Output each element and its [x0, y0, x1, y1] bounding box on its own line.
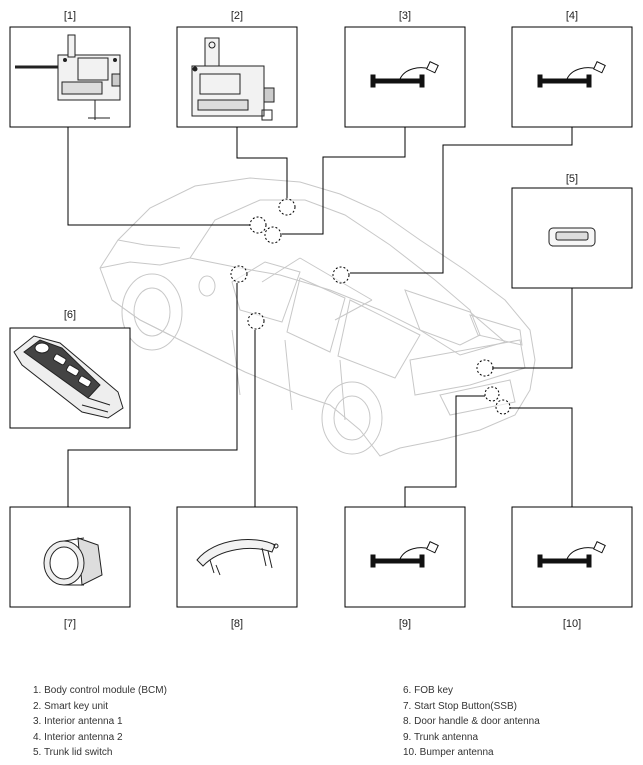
antenna-icon: [370, 61, 439, 88]
leader-line-2: [236, 127, 288, 198]
location-marker-3: [264, 226, 282, 244]
leader-line-7: [67, 283, 238, 507]
leader-line-4: [350, 127, 573, 274]
label-1: [1]: [64, 10, 76, 22]
location-marker-5: [476, 359, 494, 377]
legend-item: 4. Interior antenna 2: [33, 731, 123, 743]
label-7: [7]: [64, 618, 76, 630]
label-5: [5]: [566, 173, 578, 185]
start-stop-button-icon: [43, 537, 103, 586]
label-6: [6]: [64, 309, 76, 321]
legend-item: 3. Interior antenna 1: [33, 716, 123, 727]
leader-line-9: [404, 395, 485, 507]
legend-item: 6. FOB key: [403, 685, 454, 696]
location-marker-4: [332, 266, 350, 284]
location-marker-2: [278, 198, 296, 216]
location-marker-7: [230, 265, 248, 283]
legend-item: 10. Bumper antenna: [403, 747, 494, 758]
antenna-icon: [370, 541, 439, 568]
box-trunk-antenna: [344, 506, 466, 608]
box-door-handle: [176, 506, 298, 608]
legend-item: 9. Trunk antenna: [403, 731, 479, 743]
label-4: [4]: [566, 10, 578, 22]
label-3: [3]: [399, 10, 411, 22]
leader-line-10: [510, 407, 573, 507]
box-interior-antenna-1: [344, 26, 466, 128]
leader-line-1: [67, 127, 250, 226]
location-marker-9: [484, 386, 500, 402]
label-2: [2]: [231, 10, 243, 22]
legend-item: 8. Door handle & door antenna: [403, 716, 540, 727]
legend-right: 6. FOB key 7. Start Stop Button(SSB) 8. …: [403, 683, 540, 761]
legend-item: 5. Trunk lid switch: [33, 747, 113, 758]
box-interior-antenna-2: [511, 26, 633, 128]
antenna-icon: [537, 61, 606, 88]
legend-item: 7. Start Stop Button(SSB): [403, 700, 517, 712]
legend-item: 2. Smart key unit: [33, 700, 109, 712]
antenna-icon: [537, 541, 606, 568]
box-bumper-antenna: [511, 506, 633, 608]
legend-left: 1. Body control module (BCM) 2. Smart ke…: [33, 683, 167, 761]
location-marker-8: [247, 312, 265, 330]
bcm-module-icon: [15, 34, 121, 120]
legend-item: 1. Body control module (BCM): [33, 685, 167, 696]
trunk-switch-icon: [548, 227, 596, 247]
label-8: [8]: [231, 618, 243, 630]
smart-key-unit-icon: [191, 37, 275, 121]
location-marker-1: [249, 216, 267, 234]
door-handle-icon: [196, 539, 279, 576]
leader-line-5: [492, 288, 573, 369]
label-10: [10]: [563, 618, 581, 630]
label-9: [9]: [399, 618, 411, 630]
location-marker-10: [495, 399, 511, 415]
fob-key-icon: [13, 335, 124, 419]
leader-line-3: [282, 127, 406, 235]
car-illustration: [99, 177, 536, 457]
